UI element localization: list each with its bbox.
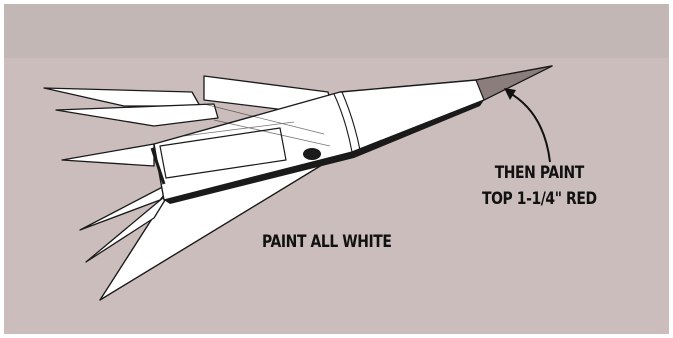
curved-arrow-icon — [508, 92, 550, 162]
callout-then-paint-red: THEN PAINT TOP 1-1/4" RED — [482, 160, 597, 212]
diagram-frame: PAINT ALL WHITE THEN PAINT TOP 1-1/4" RE… — [4, 4, 669, 334]
rocket-fin-middle — [62, 144, 154, 166]
rocket-launch-lug — [303, 148, 321, 160]
rocket-fin-upper-1 — [44, 88, 200, 106]
rocket-fin-upper-2 — [56, 104, 218, 126]
arrow-head — [504, 88, 516, 100]
callout-paint-all-white: PAINT ALL WHITE — [262, 232, 391, 252]
callout-then-paint-line2: TOP 1-1/4" RED — [482, 186, 597, 212]
callout-then-paint-line1: THEN PAINT — [482, 160, 597, 186]
